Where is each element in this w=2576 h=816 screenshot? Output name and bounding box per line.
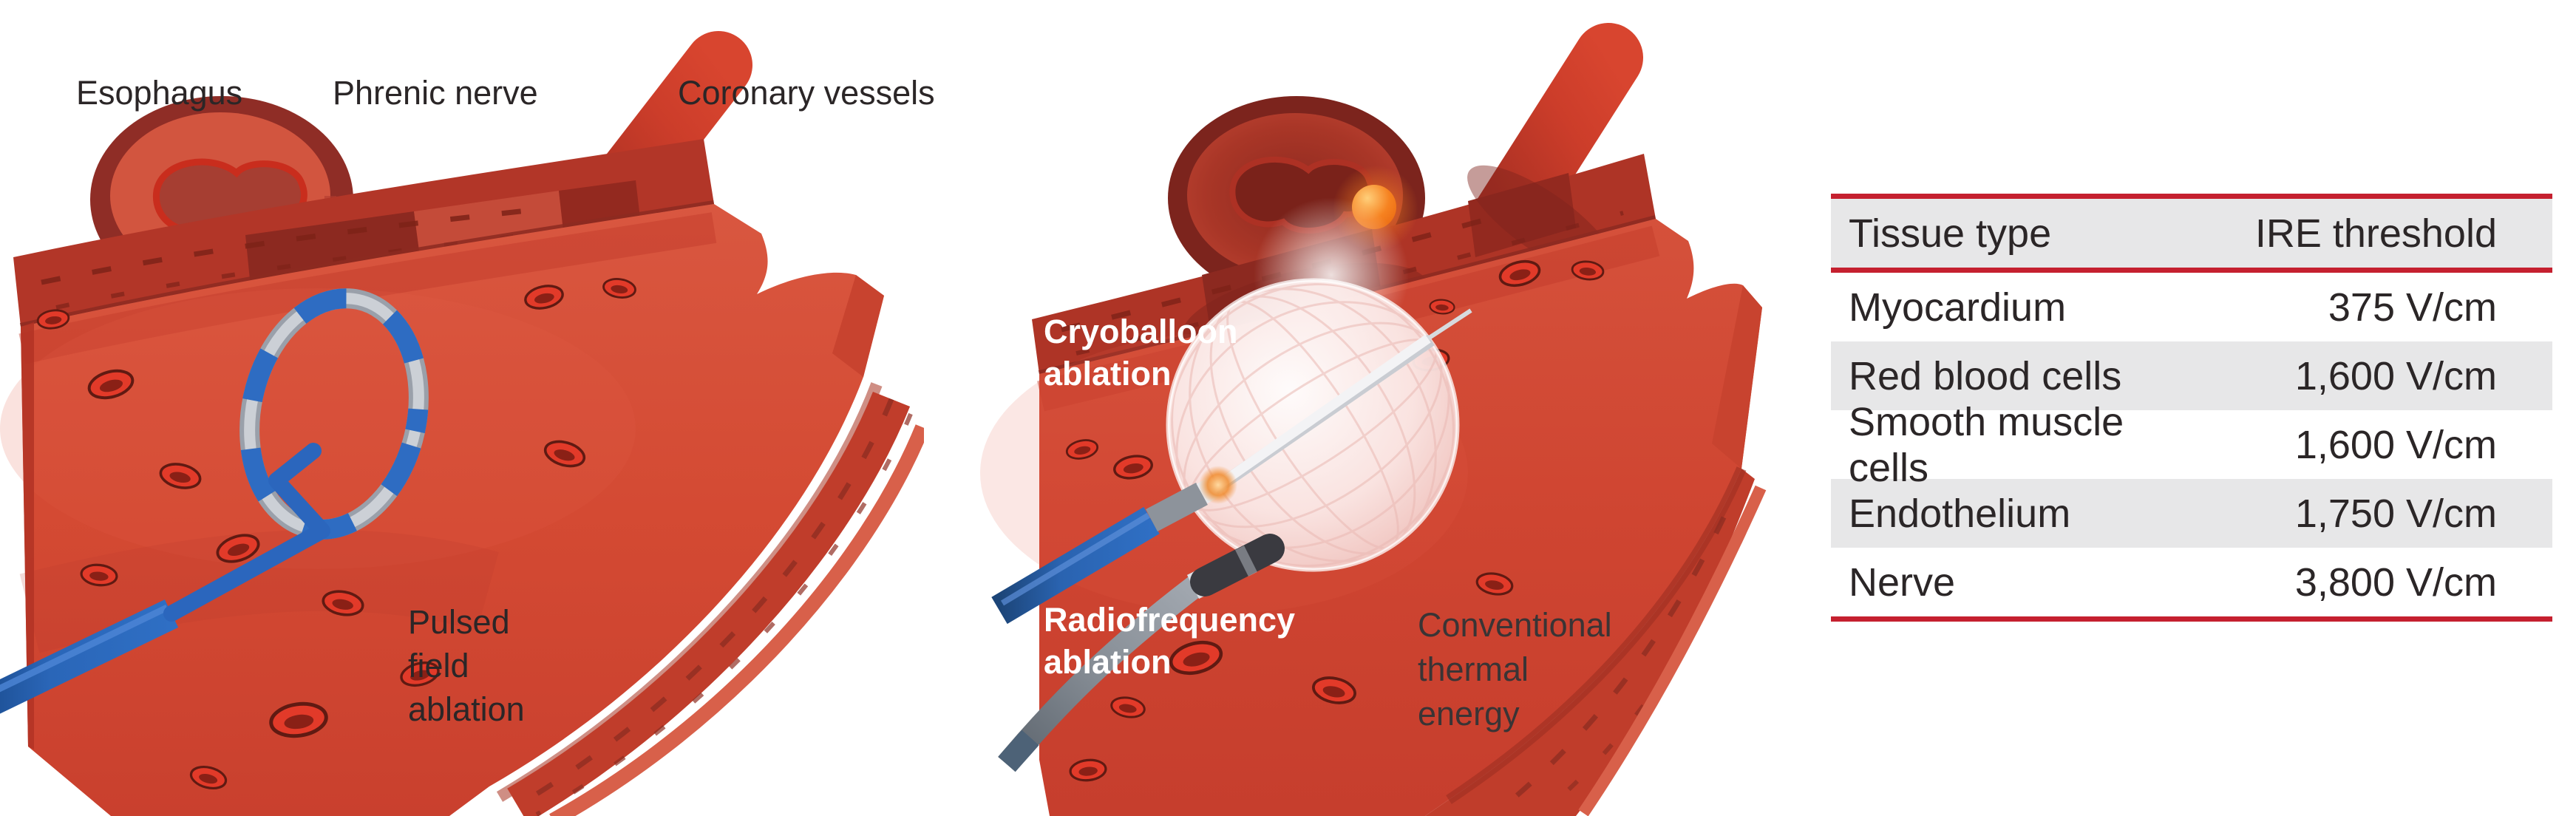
rf-label-line: ablation (1044, 643, 1172, 681)
thermal-illustration (980, 23, 1767, 816)
threshold-cell: 3,800 V/cm (2294, 560, 2497, 605)
atrium-body (21, 204, 884, 816)
conventional-thermal-energy-label: Conventional thermal energy (1418, 603, 1612, 736)
table-row: Endothelium 1,750 V/cm (1831, 479, 2552, 548)
threshold-cell: 375 V/cm (2328, 285, 2497, 330)
coronary-vessels-label: Coronary vessels (678, 74, 935, 112)
thermal-panel (958, 0, 1838, 816)
ire-threshold-table: Tissue type IRE threshold Myocardium 375… (1831, 194, 2552, 622)
cut-edge-band (496, 275, 924, 816)
pfa-label-line: field (408, 647, 469, 684)
thermal-label-line: thermal (1418, 650, 1529, 688)
tissue-cell: Nerve (1849, 560, 1956, 605)
cryoballoon-label-line: Cryoballoon (1044, 313, 1238, 350)
tissue-cell: Myocardium (1849, 285, 2067, 330)
tissue-type-header: Tissue type (1849, 211, 2052, 256)
tissue-cell: Red blood cells (1849, 353, 2122, 398)
tissue-cell: Endothelium (1849, 491, 2071, 536)
rf-label-line: Radiofrequency (1044, 601, 1296, 639)
pfa-panel (0, 0, 924, 816)
table-row: Smooth muscle cells 1,600 V/cm (1831, 400, 2552, 490)
pfa-illustration (0, 31, 924, 816)
cryoballoon-label-line: ablation (1044, 355, 1172, 392)
threshold-cell: 1,600 V/cm (2294, 422, 2497, 467)
pfa-label-line: Pulsed (408, 603, 510, 641)
thermal-label-line: Conventional (1418, 606, 1612, 644)
phrenic-nerve-label: Phrenic nerve (333, 74, 538, 112)
table-header-row: Tissue type IRE threshold (1831, 199, 2552, 273)
esophagus-label: Esophagus (76, 74, 243, 112)
threshold-cell: 1,600 V/cm (2294, 353, 2497, 398)
cryoballoon-shaft (991, 308, 1472, 625)
radiofrequency-ablation-label: Radiofrequency ablation (1044, 599, 1295, 683)
rf-catheter-illustration (998, 534, 1285, 772)
cryoballoon-ablation-label: Cryoballoon ablation (1044, 310, 1238, 395)
tissue-cell: Smooth muscle cells (1849, 399, 2124, 490)
thermal-label-line: energy (1418, 695, 1520, 732)
pfa-label-line: ablation (408, 690, 525, 728)
ire-threshold-header: IRE threshold (2254, 211, 2497, 256)
pfa-loop-catheter (0, 288, 429, 714)
cut-edge-band (1425, 285, 1767, 816)
table-row: Nerve 3,800 V/cm (1831, 548, 2552, 616)
threshold-cell: 1,750 V/cm (2294, 491, 2497, 536)
table-row: Myocardium 375 V/cm (1831, 273, 2552, 341)
heat-glare (1199, 466, 1237, 504)
pulsed-field-ablation-label: Pulsed field ablation (408, 600, 525, 731)
table-row: Red blood cells 1,600 V/cm (1831, 341, 2552, 410)
